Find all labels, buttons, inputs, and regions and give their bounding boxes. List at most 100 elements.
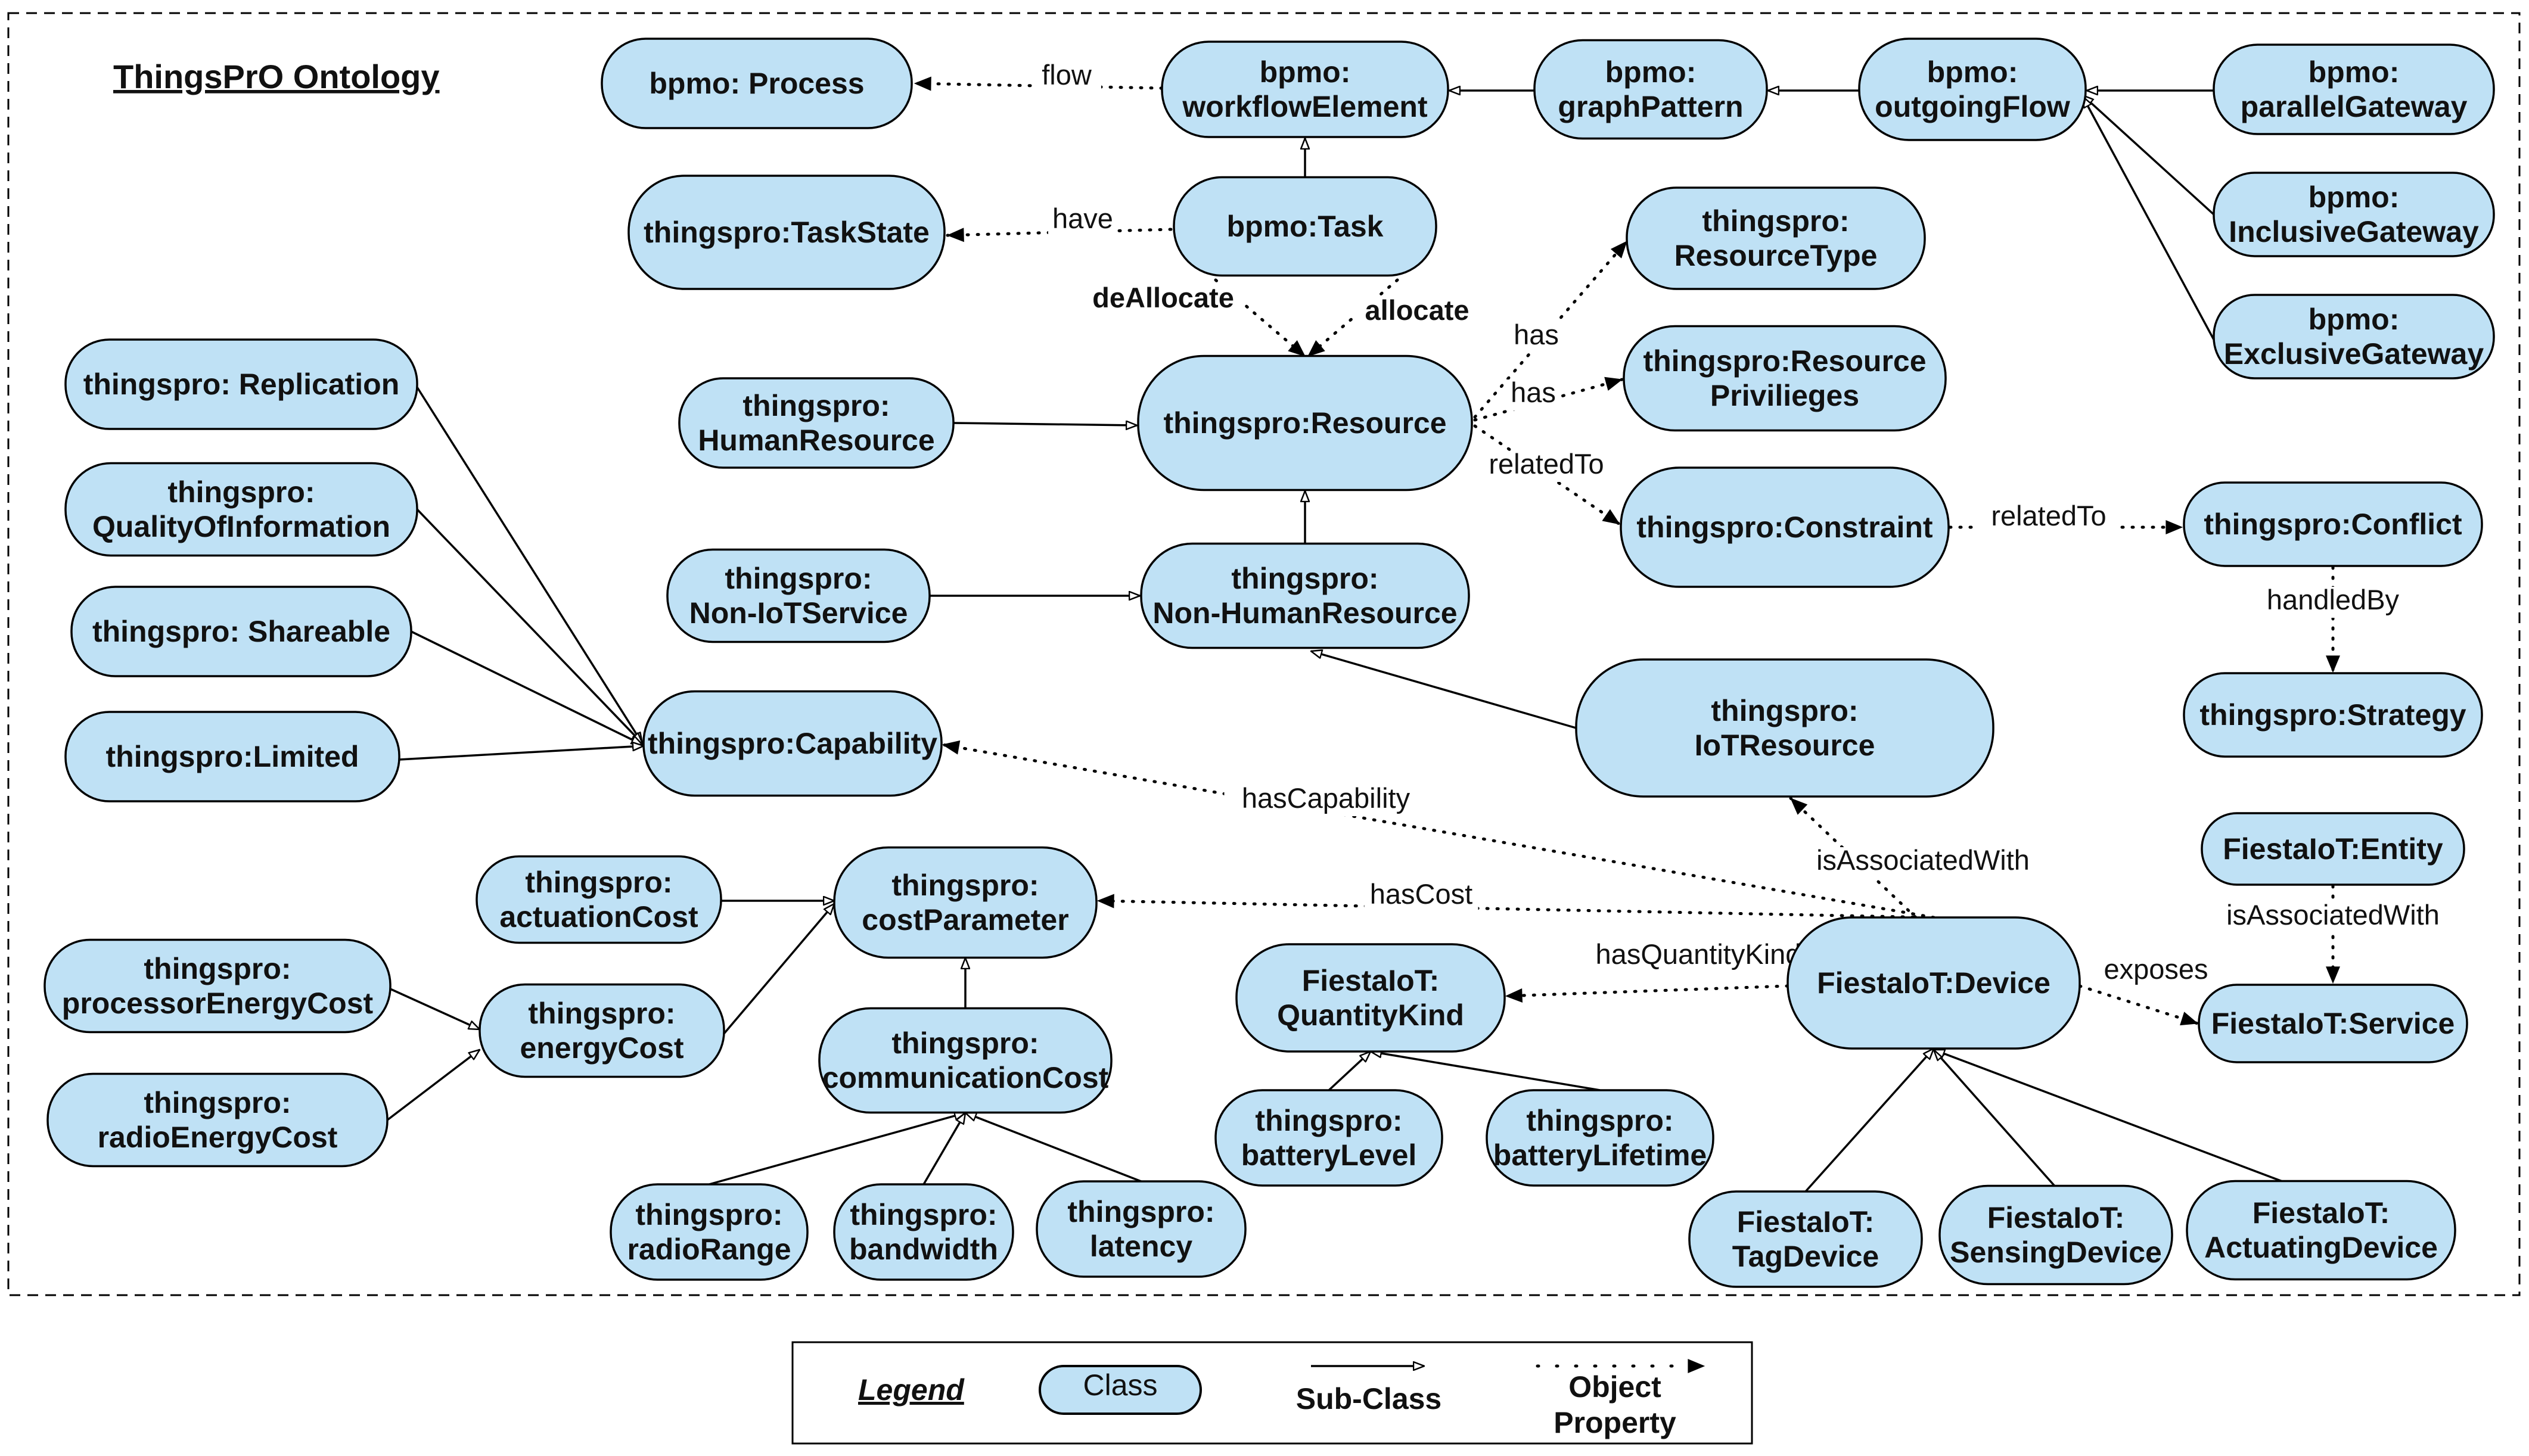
node-batteryLifetime: thingspro:batteryLifetime xyxy=(1486,1089,1714,1187)
node-actuatingDevice: FiestaIoT:ActuatingDevice xyxy=(2186,1180,2456,1281)
node-shape xyxy=(678,377,955,469)
legend-class-swatch xyxy=(1039,1365,1202,1415)
node-process: bpmo: Process xyxy=(601,38,913,129)
node-device: FiestaIoT:Device xyxy=(1787,916,2081,1050)
node-shape xyxy=(1688,1190,1923,1288)
node-shape xyxy=(833,846,1098,959)
node-label: FiestaIoT:Service xyxy=(2211,1007,2455,1040)
edge-label-text: hasCapability xyxy=(1242,782,1410,814)
sub-latency-comm xyxy=(965,1112,1142,1183)
node-resource: thingspro:Resource xyxy=(1137,354,1473,491)
node-shape xyxy=(610,1183,809,1281)
node-label: FiestaIoT: xyxy=(1737,1205,1875,1239)
node-shape xyxy=(1938,1184,2173,1286)
node-actuationCost: thingspro:actuationCost xyxy=(476,855,722,944)
node-label: costParameter xyxy=(862,903,1068,937)
node-label: thingspro:Limited xyxy=(106,740,359,773)
node-label: TagDevice xyxy=(1732,1240,1879,1273)
node-entity: FiestaIoT:Entity xyxy=(2201,812,2465,886)
edge-label-bg xyxy=(1799,847,2047,878)
node-label: thingspro: xyxy=(742,389,890,422)
node-shape xyxy=(2201,812,2465,886)
node-label: bpmo: xyxy=(1605,55,1697,89)
node-shape xyxy=(2213,294,2495,379)
node-shape xyxy=(1214,1089,1443,1187)
node-label: thingspro:Constraint xyxy=(1636,511,1933,544)
node-processorEnergyCost: thingspro:processorEnergyCost xyxy=(44,938,392,1034)
edge-label-bg xyxy=(1509,322,1564,353)
node-communicationCost: thingspro:communicationCost xyxy=(818,1007,1113,1114)
legend-title: Legend xyxy=(858,1373,965,1407)
node-quantityKind: FiestaIoT:QuantityKind xyxy=(1235,943,1506,1053)
sub-sensing-device xyxy=(1934,1050,2057,1189)
node-label: QuantityKind xyxy=(1277,998,1464,1032)
node-shape xyxy=(1036,1180,1247,1278)
node-shape xyxy=(64,711,400,802)
node-label: thingspro:Capability xyxy=(648,727,937,760)
node-shareable: thingspro: Shareable xyxy=(70,586,412,677)
edge-label-bg xyxy=(1582,941,1815,972)
sub-quality-capability xyxy=(416,508,642,743)
node-label: bandwidth xyxy=(849,1233,998,1266)
diagram-frame xyxy=(7,12,2521,1296)
node-shape xyxy=(1161,41,1449,138)
obj-allocate xyxy=(1306,278,1399,358)
edge-label-hasCost: hasCost xyxy=(1364,878,1478,912)
node-shape xyxy=(666,548,931,643)
node-label: latency xyxy=(1090,1230,1193,1263)
node-label: HumanResource xyxy=(698,424,934,457)
node-label: thingspro:Conflict xyxy=(2204,508,2462,541)
sub-batteryLifetime-qk xyxy=(1371,1051,1601,1091)
edge-label-handledBy: handledBy xyxy=(2261,584,2405,618)
node-taskState: thingspro:TaskState xyxy=(627,175,946,290)
legend-object-property-label-1: Object xyxy=(1568,1370,1661,1404)
node-task: bpmo:Task xyxy=(1173,176,1437,277)
node-radioEnergyCost: thingspro:radioEnergyCost xyxy=(46,1072,389,1168)
node-exclusiveGateway: bpmo:ExclusiveGateway xyxy=(2213,294,2495,379)
node-parallelGateway: bpmo:parallelGateway xyxy=(2213,43,2495,135)
obj-has-resourceType xyxy=(1473,239,1629,419)
sub-human-resource xyxy=(953,423,1137,425)
node-shape xyxy=(1575,658,1994,798)
node-inclusiveGateway: bpmo:InclusiveGateway xyxy=(2213,172,2495,257)
edge-label-bg xyxy=(1506,379,1561,410)
edge-label-text: relatedTo xyxy=(1991,500,2106,531)
node-tagDevice: FiestaIoT:TagDevice xyxy=(1688,1190,1923,1288)
edge-label-text: has xyxy=(1514,319,1559,350)
node-shape xyxy=(818,1007,1113,1114)
sub-energy-cost xyxy=(723,904,834,1035)
node-shape xyxy=(2198,984,2468,1063)
node-label: bpmo: xyxy=(2309,55,2400,89)
node-label: processorEnergyCost xyxy=(62,987,374,1020)
node-sensingDevice: FiestaIoT:SensingDevice xyxy=(1938,1184,2173,1286)
node-nonHumanResource: thingspro:Non-HumanResource xyxy=(1140,542,1470,649)
node-label: batteryLevel xyxy=(1241,1138,1417,1172)
node-shape xyxy=(46,1072,389,1168)
node-label: thingspro: xyxy=(850,1198,997,1231)
node-qualityOfInformation: thingspro:QualityOfInformation xyxy=(64,462,418,557)
node-label: ExclusiveGateway xyxy=(2224,337,2484,371)
node-label: outgoingFlow xyxy=(1875,90,2070,123)
node-label: thingspro: xyxy=(891,869,1039,902)
node-label: SensingDevice xyxy=(1950,1236,2162,1269)
node-label: workflowElement xyxy=(1182,90,1428,123)
edge-label-bg xyxy=(1353,297,1481,328)
node-label: FiestaIoT:Device xyxy=(1817,966,2050,1000)
edge-label-relatedTo1: relatedTo xyxy=(1474,448,1618,482)
sub-inclusive-outgoing xyxy=(2083,95,2215,216)
edge-label-hasQuantityKind: hasQuantityKind xyxy=(1582,938,1815,972)
edge-label-exposes: exposes xyxy=(2099,953,2213,987)
node-energyCost: thingspro:energyCost xyxy=(479,983,725,1078)
sub-actuating-device xyxy=(1934,1049,2283,1183)
edge-label-hasCapability: hasCapability xyxy=(1224,782,1428,816)
edge-label-text: isAssociatedWith xyxy=(2226,899,2440,931)
node-label: parallelGateway xyxy=(2241,90,2468,123)
edge-label-text: have xyxy=(1052,203,1113,234)
node-graphPattern: bpmo:graphPattern xyxy=(1533,39,1768,140)
obj-exposes xyxy=(2078,984,2199,1026)
legend-box xyxy=(791,1341,1753,1445)
node-label: bpmo: xyxy=(2309,303,2400,336)
node-batteryLevel: thingspro:batteryLevel xyxy=(1214,1089,1443,1187)
node-label: thingspro: xyxy=(635,1198,782,1231)
